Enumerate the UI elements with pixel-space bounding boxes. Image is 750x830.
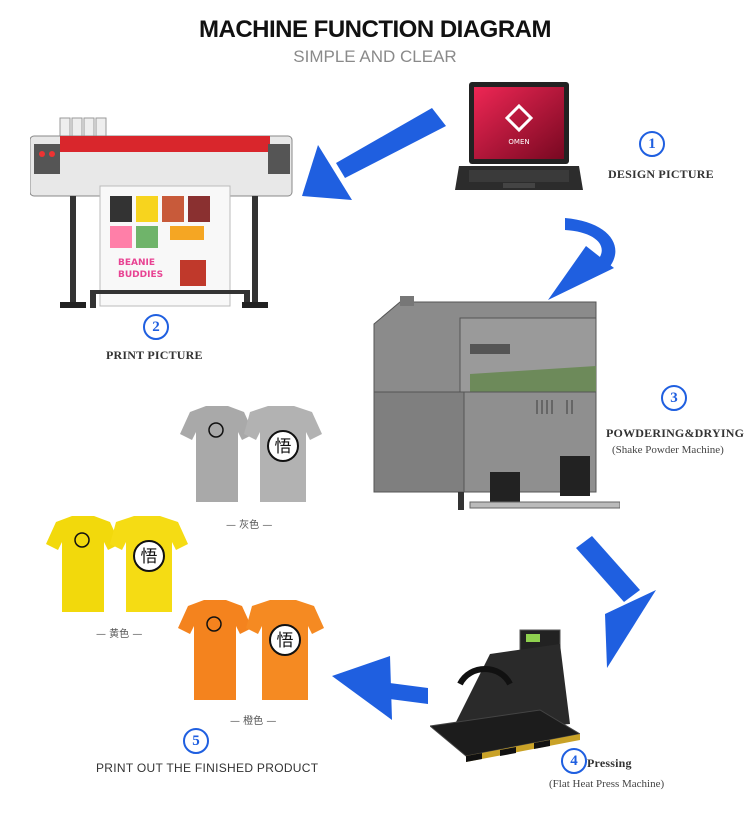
diagram-subtitle: SIMPLE AND CLEAR: [293, 47, 457, 66]
printer-image: BEANIE BUDDIES: [30, 117, 293, 308]
shirt-glyph: 悟: [277, 631, 294, 651]
laptop-screen-text: OMEN: [508, 138, 529, 146]
yellow-shirt-caption: — 黄色 —: [96, 629, 143, 640]
orange-shirt-caption: — 橙色 —: [230, 716, 277, 727]
powder-machine-image: [373, 296, 620, 510]
step-5-badge: 5: [183, 728, 209, 754]
shirt-glyph: 悟: [141, 547, 158, 567]
arrow-design-to-powder: [548, 218, 616, 300]
step-4-label: Pressing: [587, 756, 632, 770]
yellow-shirts-image: 悟: [46, 516, 188, 612]
orange-shirts-image: 悟: [178, 600, 324, 700]
step-3-badge: 3: [661, 385, 687, 411]
diagram-title: MACHINE FUNCTION DIAGRAM: [199, 16, 551, 43]
step-1-label: DESIGN PICTURE: [608, 167, 714, 181]
arrow-powder-to-press: [576, 536, 656, 668]
sticker-text-2: BUDDIES: [118, 270, 163, 280]
shirt-front: [46, 516, 120, 612]
arrow-design-to-print: [302, 108, 446, 200]
printer-red-band: [60, 136, 270, 152]
heat-press-image: [430, 629, 580, 762]
shirt-back: 悟: [246, 600, 324, 700]
shirt-back: 悟: [110, 516, 188, 612]
gray-shirts-image: 悟: [180, 406, 322, 502]
gray-shirt-caption: — 灰色 —: [226, 520, 273, 531]
sticker-text-1: BEANIE: [118, 258, 155, 268]
shirt-glyph: 悟: [275, 437, 292, 457]
arrow-press-to-product: [332, 656, 428, 720]
step-2-label: PRINT PICTURE: [106, 348, 203, 362]
laptop-image: OMEN: [455, 82, 583, 190]
step-4-sublabel: (Flat Heat Press Machine): [549, 778, 665, 790]
shirt-front: [180, 406, 254, 502]
step-5-label: PRINT OUT THE FINISHED PRODUCT: [96, 761, 319, 775]
step-1-badge: 1: [639, 131, 665, 157]
step-3-sublabel: (Shake Powder Machine): [612, 444, 724, 456]
step-4-badge: 4: [561, 748, 587, 774]
omen-logo-icon: [504, 103, 534, 133]
shirt-front: [178, 600, 252, 700]
step-3-label: POWDERING&DRYING: [606, 426, 745, 440]
shirt-back: 悟: [244, 406, 322, 502]
step-2-badge: 2: [143, 314, 169, 340]
